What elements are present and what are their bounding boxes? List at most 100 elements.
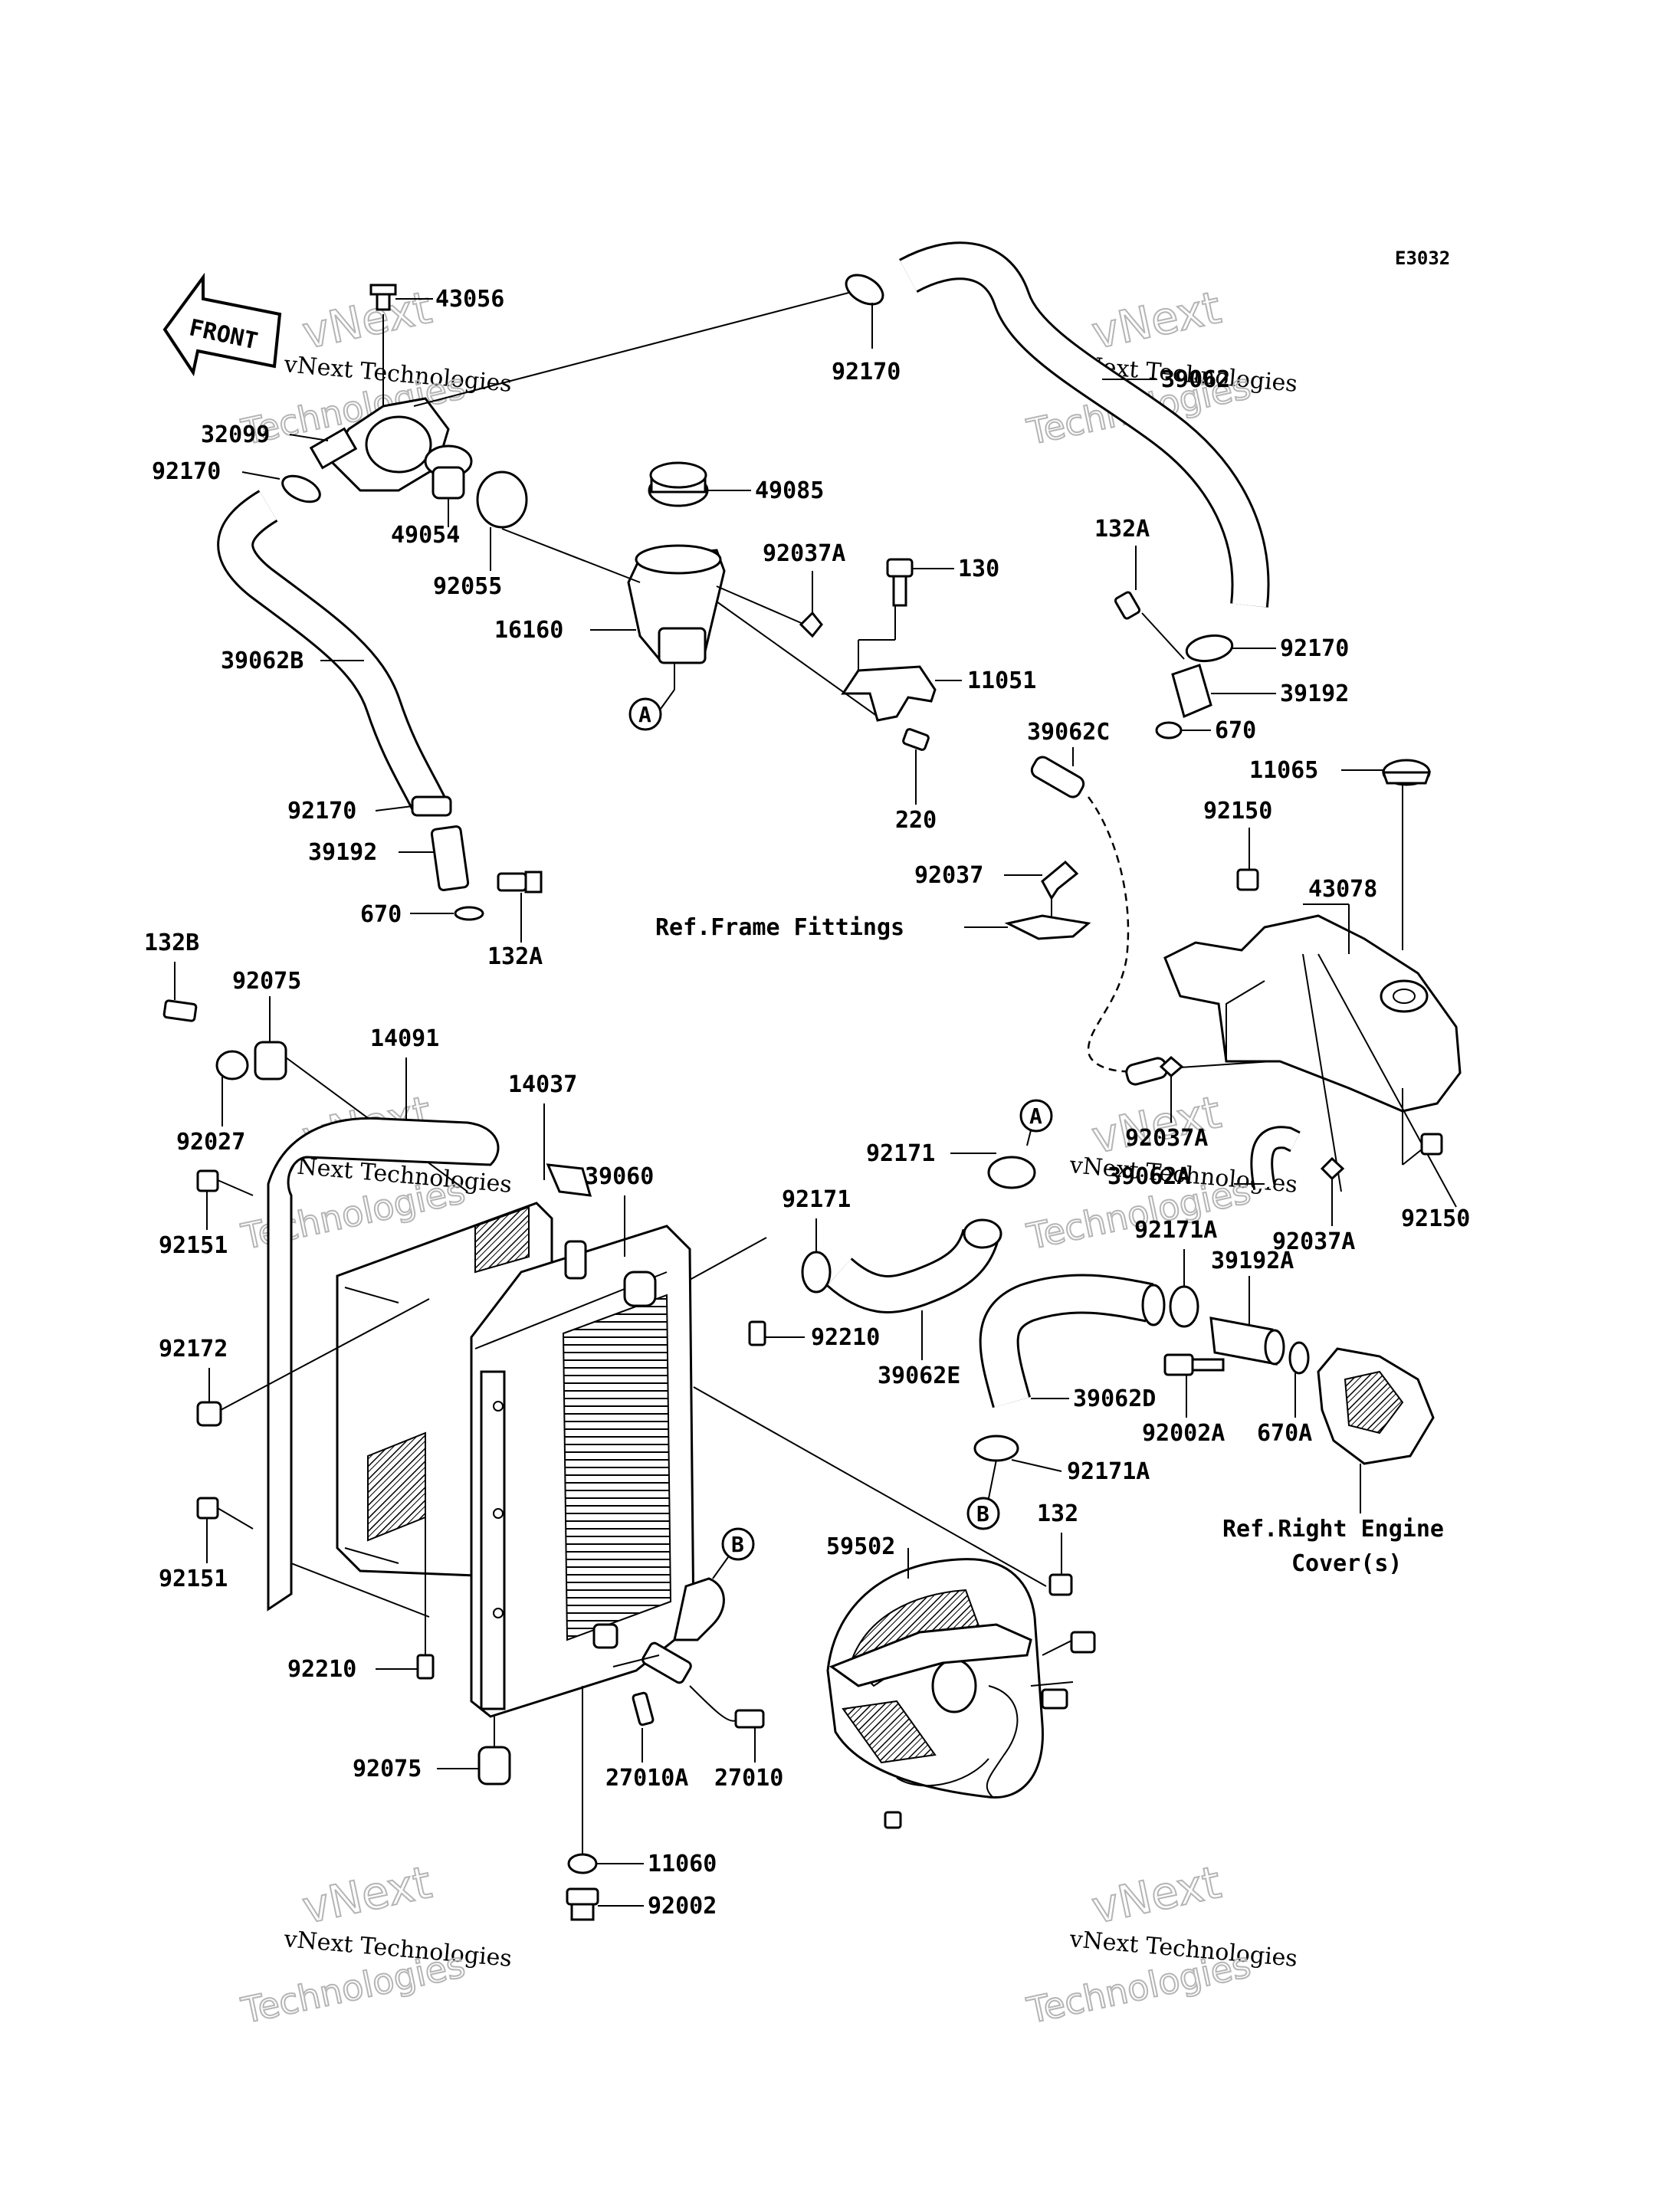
hose-39062 [899,241,1270,608]
label-670-left: 670 [360,901,402,928]
callout-b-right-text: B [976,1501,989,1526]
o-ring-92055 [476,471,528,571]
clip-92037A-right [1320,1156,1345,1226]
radiator-cap-49085 [648,461,751,507]
frame-fitting [964,914,1091,940]
svg-text:vNext: vNext [298,281,436,359]
bolt-220 [902,728,930,805]
callout-b-left [721,1527,755,1561]
callout-a-upper [628,697,662,731]
label-43056: 43056 [435,286,504,313]
svg-text:vNext: vNext [1088,1856,1226,1934]
callout-a-right [1019,1099,1053,1133]
cap-11065 [1341,759,1432,950]
bolt-132A-top [1114,546,1185,660]
watermark: vNext vNext Technologies Technologies [237,1855,513,2032]
bolt-92151-top [196,1169,254,1230]
clamp-92170-lower [375,795,452,817]
clamp-92170-left [241,471,321,503]
clip-92037A-mid [1159,1055,1273,1123]
hose-39062A [1234,1126,1301,1190]
label-92170-top: 92170 [832,359,901,385]
label-39060: 39060 [585,1163,654,1190]
label-132B: 132B [144,930,199,956]
label-92170-left: 92170 [152,458,221,485]
label-11051: 11051 [967,667,1036,694]
label-39062: 39062 [1161,366,1230,393]
watermark: vNext vNext Technologies Technologies [1022,1855,1298,2032]
label-39192-right: 39192 [1280,680,1349,707]
diagram-code: E3032 [1395,248,1450,269]
clip-92210-mid [689,1237,805,1346]
o-ring-670-right [1155,721,1211,739]
fitting-39192-left [399,825,470,891]
clip-92037A-top [799,571,823,638]
label-92151-bottom: 92151 [159,1566,228,1592]
label-11060: 11060 [648,1851,717,1877]
label-39062D: 39062D [1073,1385,1156,1412]
fitting-39192A [1209,1276,1285,1366]
label-92171-a: 92171 [866,1140,935,1167]
bolt-92150-top [1236,828,1259,891]
ref-engine-line-1: Ref.Right Engine [1222,1516,1444,1543]
thermostat-cover-32099 [309,314,450,492]
label-43078: 43078 [1308,876,1377,903]
label-92075-top: 92075 [232,968,301,995]
clamp-92171-a [950,1130,1036,1189]
label-92171-b: 92171 [782,1186,851,1213]
bracket-11051 [841,605,962,722]
collar-92027 [215,1050,249,1126]
label-39062A: 39062A [1107,1163,1190,1190]
hose-39062D [979,1274,1166,1408]
label-92037A-mid: 92037A [1125,1125,1208,1152]
switch-27010 [641,1641,765,1763]
o-ring-670A [1288,1341,1310,1418]
label-92210-mid: 92210 [811,1324,880,1351]
hose-39062E [826,1218,1002,1360]
label-11065: 11065 [1249,757,1318,784]
washer-11060 [567,1686,644,1874]
sensor-27010A [612,1654,660,1763]
label-92170-lower: 92170 [287,798,356,825]
label-39062E: 39062E [878,1362,960,1389]
clamp-92170-top [845,274,884,349]
callout-b-right [966,1497,1000,1530]
bolt-43056 [369,284,433,311]
label-132A-top: 132A [1094,516,1150,543]
clamp-92171-b [801,1218,832,1294]
label-92002: 92002 [648,1893,717,1920]
label-39062C: 39062C [1027,719,1110,746]
label-32099: 32099 [201,421,270,448]
label-92002A: 92002A [1142,1420,1225,1447]
label-49085: 49085 [755,477,824,504]
label-16160: 16160 [494,617,563,644]
fitting-39192-right [1171,664,1276,719]
svg-text:vNext: vNext [298,1856,436,1934]
label-220: 220 [895,807,937,834]
label-92055: 92055 [433,573,502,600]
radiator-39060 [470,1195,725,1718]
clamp-92037 [1004,860,1079,920]
clamp-92170-right [1185,634,1276,663]
callout-a-right-text: A [1029,1103,1042,1129]
label-92172: 92172 [159,1336,228,1362]
thermostat-49054 [424,444,473,527]
o-ring-670-left [410,906,484,921]
bolt-130 [886,558,954,607]
label-39062B: 39062B [221,648,304,674]
label-92151-top: 92151 [159,1232,228,1259]
clip-92210-bottom [290,1433,435,1680]
label-92037A-top: 92037A [763,540,845,567]
label-92027: 92027 [176,1129,245,1156]
svg-text:vNext: vNext [1088,281,1226,359]
hose-stub [1125,1057,1168,1086]
callout-b-left-text: B [731,1532,744,1557]
label-59502: 59502 [826,1533,895,1560]
label-670A: 670A [1257,1420,1312,1447]
label-14037: 14037 [508,1071,577,1098]
drain-bolt-92002 [566,1887,644,1921]
label-132: 132 [1037,1500,1078,1527]
filler-neck-16160 [501,528,726,690]
clamp-92171A-top [1169,1249,1199,1328]
label-92150-top: 92150 [1203,798,1272,825]
